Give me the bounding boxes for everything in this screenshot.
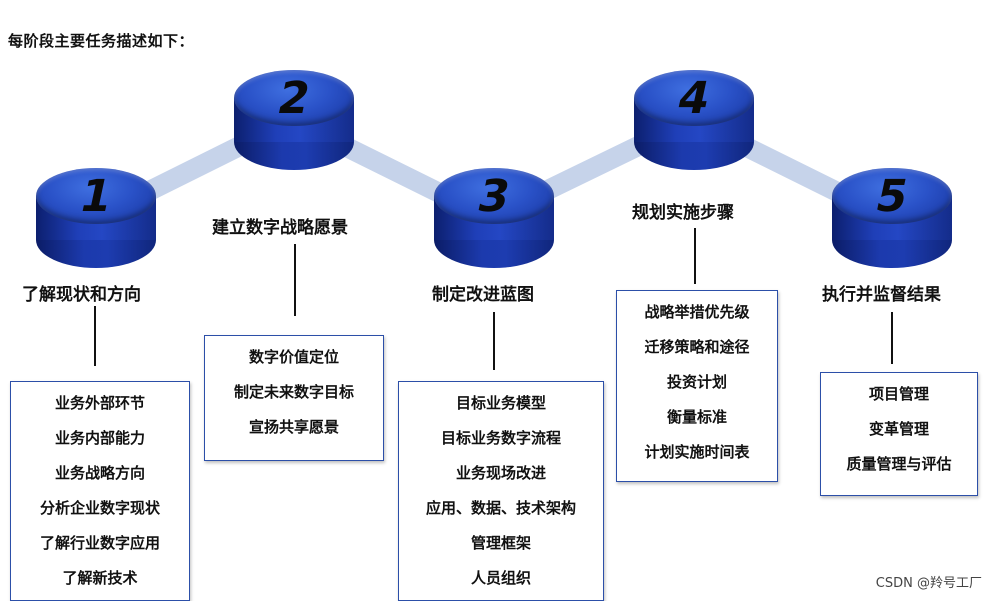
stage-1-disk: 1	[36, 168, 156, 268]
stage-5-task-box: 项目管理 变革管理 质量管理与评估	[820, 372, 978, 496]
stage-3-number: 3	[473, 170, 515, 222]
stage-4-disk: 4	[634, 70, 754, 170]
stage-3-item: 目标业务数字流程	[440, 429, 561, 447]
stage-2-item: 宣扬共享愿景	[248, 418, 339, 436]
stage-1-line	[94, 306, 96, 366]
stage-2-line	[294, 244, 296, 316]
stage-2-disk: 2	[234, 70, 354, 170]
stage-1-title: 了解现状和方向	[22, 285, 141, 305]
stage-1-item: 业务外部环节	[54, 394, 145, 412]
stage-4-title: 规划实施步骤	[632, 203, 734, 223]
stage-2-task-box: 数字价值定位 制定未来数字目标 宣扬共享愿景	[204, 335, 384, 461]
stage-2-item: 制定未来数字目标	[233, 383, 354, 401]
stage-4-item: 衡量标准	[666, 408, 727, 426]
stage-3-line	[493, 312, 495, 370]
stage-4-item: 投资计划	[666, 373, 727, 391]
stage-3-item: 业务现场改进	[455, 464, 546, 482]
stage-4-number: 4	[673, 72, 715, 124]
stage-5-item: 项目管理	[868, 385, 929, 403]
stage-1-item: 了解行业数字应用	[39, 534, 160, 552]
stage-2-item: 数字价值定位	[248, 348, 339, 366]
stage-2-number: 2	[273, 72, 315, 124]
stage-1-item: 业务内部能力	[54, 429, 145, 447]
stage-3-item: 应用、数据、技术架构	[425, 499, 576, 517]
stage-5-item: 质量管理与评估	[846, 455, 952, 473]
stage-1-item: 分析企业数字现状	[39, 499, 160, 517]
stage-1-item: 了解新技术	[62, 569, 138, 587]
watermark: CSDN @羚号工厂	[875, 576, 982, 591]
stage-5-item: 变革管理	[868, 420, 929, 438]
stage-3-disk: 3	[434, 168, 554, 268]
stage-3-task-box: 目标业务模型 目标业务数字流程 业务现场改进 应用、数据、技术架构 管理框架 人…	[398, 381, 604, 601]
stage-3-item: 人员组织	[470, 569, 531, 587]
stage-5-title: 执行并监督结果	[822, 285, 941, 305]
stage-3-item: 目标业务模型	[455, 394, 546, 412]
stage-4-item: 计划实施时间表	[644, 443, 750, 461]
stage-1-task-box: 业务外部环节 业务内部能力 业务战略方向 分析企业数字现状 了解行业数字应用 了…	[10, 381, 190, 601]
stage-4-task-box: 战略举措优先级 迁移策略和途径 投资计划 衡量标准 计划实施时间表	[616, 290, 778, 482]
stage-4-item: 战略举措优先级	[644, 303, 750, 321]
stage-3-title: 制定改进蓝图	[432, 285, 534, 305]
page-heading: 每阶段主要任务描述如下：	[8, 32, 195, 50]
stage-4-line	[694, 228, 696, 284]
stage-3-item: 管理框架	[470, 534, 531, 552]
stage-5-number: 5	[871, 170, 913, 222]
stage-4-item: 迁移策略和途径	[644, 338, 750, 356]
stage-1-item: 业务战略方向	[54, 464, 145, 482]
stage-1-number: 1	[75, 170, 117, 222]
stage-5-line	[891, 312, 893, 364]
stage-2-title: 建立数字战略愿景	[212, 218, 348, 238]
stage-5-disk: 5	[832, 168, 952, 268]
